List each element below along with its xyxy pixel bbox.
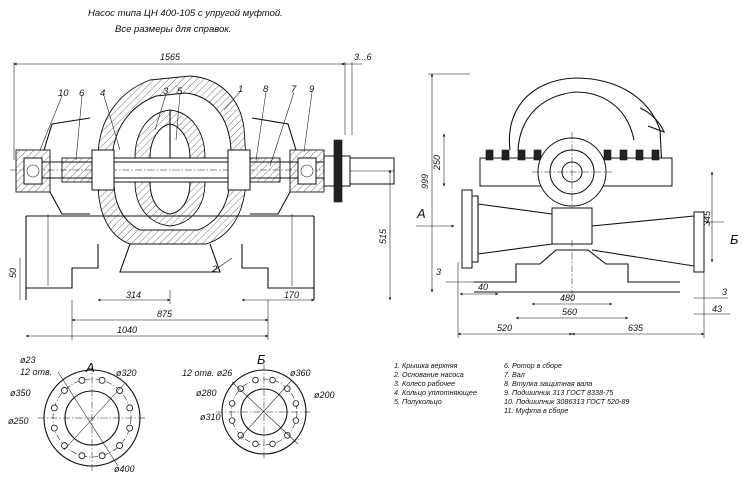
flange-a-view: А ø23 12 отв. ø320 ø350 ø250 ø400 bbox=[8, 355, 146, 474]
bolt-hole bbox=[116, 442, 123, 449]
part-number-2: 2 bbox=[211, 264, 218, 275]
legend-item-10: 10. Подшипник 3086313 ГОСТ 520-89 bbox=[504, 397, 629, 406]
pump-section-view: 1565 3...6 bbox=[8, 52, 395, 340]
flange-b-d200: ø200 bbox=[314, 390, 335, 400]
bolt-hole bbox=[292, 417, 300, 424]
bolt-hole bbox=[269, 376, 276, 384]
flange-b-bolt-holes bbox=[228, 376, 300, 448]
legend-item-6: 6. Ротор в сборе bbox=[504, 361, 562, 370]
view-label-b: Б bbox=[730, 232, 739, 247]
legend-item-4: 4. Кольцо уплотняющее bbox=[394, 388, 477, 397]
part-number-9: 9 bbox=[309, 84, 315, 95]
flange-b-d310: ø310 bbox=[200, 412, 221, 422]
dim-635: 635 bbox=[628, 323, 644, 333]
bolt-hole bbox=[126, 424, 134, 432]
dim-560: 560 bbox=[562, 307, 577, 317]
bolt-hole bbox=[61, 387, 68, 394]
legend-item-5: 5. Полукольцо bbox=[394, 397, 442, 406]
part-number-3: 3 bbox=[163, 86, 169, 97]
bolt-hole bbox=[50, 404, 58, 412]
flange-a-title: А bbox=[85, 360, 95, 375]
flange-a-d250: ø250 bbox=[8, 416, 29, 426]
dim-1040: 1040 bbox=[117, 325, 137, 335]
bolt-hole bbox=[228, 417, 236, 424]
part-number-5: 5 bbox=[177, 86, 183, 97]
bolt-hole bbox=[228, 400, 236, 407]
part-number-10: 10 bbox=[58, 88, 69, 99]
legend-item-1: 1. Крышка верхняя bbox=[394, 361, 458, 370]
parts-legend: 1. Крышка верхняя 2. Основание насоса 3.… bbox=[393, 361, 629, 415]
legend-item-11: 11. Муфта в сборе bbox=[504, 406, 568, 415]
flange-a-d23: ø23 bbox=[20, 355, 36, 365]
dim-40: 40 bbox=[478, 282, 488, 292]
part-callouts: 10 6 4 3 5 1 8 7 9 2 bbox=[39, 84, 315, 275]
bolt-hole bbox=[98, 452, 106, 460]
bolt-hole bbox=[78, 376, 86, 384]
bolt-hole bbox=[50, 424, 58, 432]
legend-item-3: 3. Колесо рабочее bbox=[394, 379, 455, 388]
dim-1565: 1565 bbox=[160, 52, 181, 62]
bolt-hole bbox=[78, 452, 86, 460]
flange-a-d350: ø350 bbox=[10, 388, 31, 398]
flange-b-holes: 12 отв. ø26 bbox=[182, 368, 232, 378]
part-number-6: 6 bbox=[79, 88, 85, 99]
part-number-4: 4 bbox=[100, 88, 105, 99]
bolt-hole bbox=[284, 432, 291, 439]
dim-515: 515 bbox=[378, 228, 388, 244]
dim-43: 43 bbox=[712, 304, 722, 314]
bolt-hole bbox=[237, 385, 244, 392]
legend-item-9: 9. Подшипник 313 ГОСТ 8338-75 bbox=[504, 388, 614, 397]
flange-b-title: Б bbox=[257, 352, 266, 367]
flange-a-d320: ø320 bbox=[116, 368, 137, 378]
dim-480: 480 bbox=[560, 293, 575, 303]
legend-item-8: 8. Втулка защитная вала bbox=[504, 379, 592, 388]
legend-item-2: 2. Основание насоса bbox=[393, 370, 464, 379]
dim-250: 250 bbox=[432, 155, 442, 171]
dim-3-right: 3 bbox=[722, 287, 727, 297]
dim-875: 875 bbox=[157, 309, 173, 319]
flange-a-holes: 12 отв. bbox=[20, 367, 52, 377]
dim-999: 999 bbox=[420, 174, 430, 189]
bolt-hole bbox=[237, 432, 244, 439]
flange-b-d280: ø280 bbox=[196, 388, 217, 398]
header-line-1: Насос типа ЦН 400-105 с упругой муфтой. bbox=[88, 8, 283, 19]
view-label-a: А bbox=[416, 206, 426, 221]
part-number-1: 1 bbox=[238, 84, 243, 95]
pump-side-view: 999 250 А Б 345 3 40 480 560 520 635 3 4… bbox=[416, 73, 739, 338]
bolt-hole bbox=[98, 376, 106, 384]
flange-a-d400: ø400 bbox=[114, 464, 135, 474]
flange-a-bolt-holes bbox=[50, 376, 134, 460]
bolt-hole bbox=[284, 385, 291, 392]
bolt-hole bbox=[116, 387, 123, 394]
header-line-2: Все размеры для справок. bbox=[115, 24, 231, 35]
part-number-8: 8 bbox=[263, 84, 269, 95]
dim-50: 50 bbox=[8, 268, 18, 278]
bolt-hole bbox=[61, 442, 68, 449]
bolt-hole bbox=[252, 440, 259, 448]
bolt-hole bbox=[252, 376, 259, 384]
bolt-hole bbox=[269, 440, 276, 448]
dim-170: 170 bbox=[284, 290, 299, 300]
dim-3-left: 3 bbox=[436, 267, 441, 277]
flange-b-view: Б 12 отв. ø26 ø360 ø280 ø200 ø310 bbox=[182, 352, 335, 460]
flange-b-d360: ø360 bbox=[290, 368, 311, 378]
bolt-hole bbox=[126, 404, 134, 412]
dim-520: 520 bbox=[497, 323, 512, 333]
bolt-hole bbox=[292, 400, 300, 407]
part-number-7: 7 bbox=[291, 84, 297, 95]
dim-314: 314 bbox=[126, 290, 141, 300]
dim-345: 345 bbox=[702, 210, 712, 226]
dim-3-6: 3...6 bbox=[354, 52, 372, 62]
legend-item-7: 7. Вал bbox=[504, 370, 525, 379]
